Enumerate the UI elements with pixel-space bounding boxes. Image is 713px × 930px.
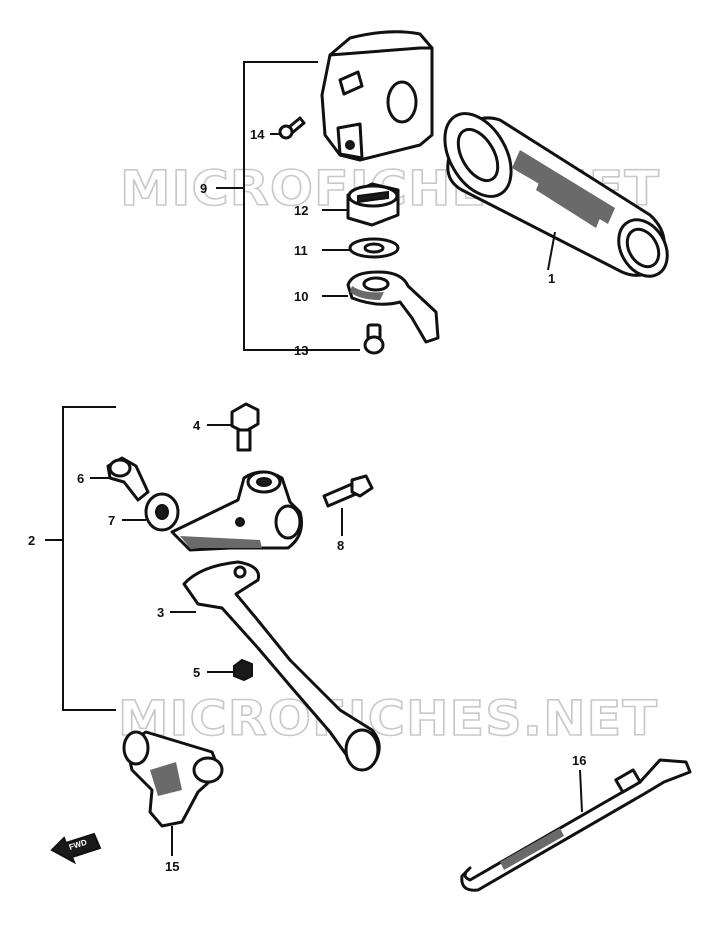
bolt-6 xyxy=(106,456,150,502)
callout-4: 4 xyxy=(193,418,201,433)
handlebar-grip xyxy=(443,112,669,278)
callout-13: 13 xyxy=(294,343,308,358)
switch-bracket-10 xyxy=(346,270,440,344)
clutch-lever-3 xyxy=(182,560,381,772)
collar-7 xyxy=(144,492,180,532)
callout-14: 14 xyxy=(250,127,265,142)
leader-16 xyxy=(579,769,583,813)
callout-16: 16 xyxy=(572,753,586,768)
forward-direction-arrow: FWD xyxy=(50,832,102,865)
screw-13 xyxy=(363,323,385,355)
callout-12: 12 xyxy=(294,203,308,218)
callout-1: 1 xyxy=(548,271,555,286)
callout-6: 6 xyxy=(77,471,84,486)
callout-10: 10 xyxy=(294,289,308,304)
callout-5: 5 xyxy=(193,665,200,680)
callout-8: 8 xyxy=(337,538,344,553)
switch-element-12 xyxy=(346,182,400,227)
bolt-4 xyxy=(230,402,260,452)
callout-15: 15 xyxy=(165,859,179,874)
callout-7: 7 xyxy=(108,513,115,528)
callout-9: 9 xyxy=(200,181,207,196)
lever-holder xyxy=(170,470,303,552)
cable-band-16 xyxy=(460,758,692,892)
washer-11 xyxy=(348,237,400,259)
callout-3: 3 xyxy=(157,605,164,620)
bracket-2 xyxy=(62,406,116,711)
bolt-8 xyxy=(322,474,374,508)
bracket-9 xyxy=(243,61,360,351)
screw-14 xyxy=(278,116,306,140)
leader-1 xyxy=(547,231,556,271)
callout-2: 2 xyxy=(28,533,35,548)
callout-11: 11 xyxy=(294,243,308,258)
clutch-switch-15 xyxy=(122,730,224,828)
switch-housing xyxy=(320,30,434,162)
nut-5 xyxy=(233,658,253,682)
watermark-bottom: MICROFICHES.NET xyxy=(118,691,658,747)
